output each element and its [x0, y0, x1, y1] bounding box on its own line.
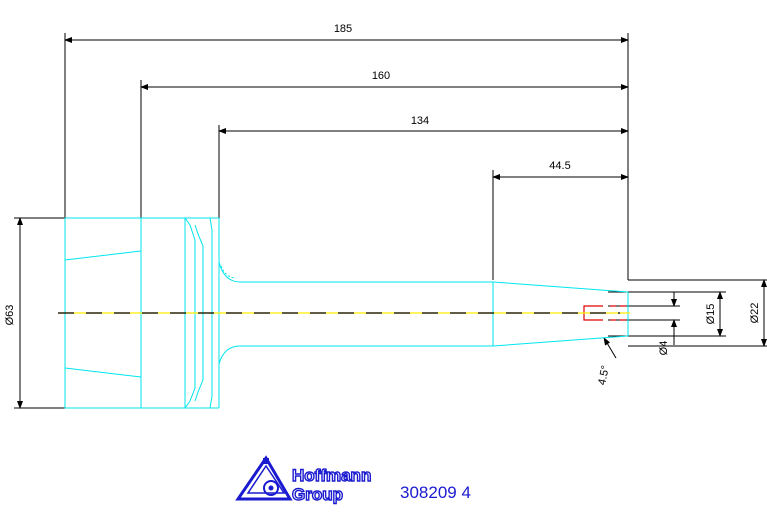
logo-mark-icon — [235, 455, 293, 501]
dim-diameter-22-label: Ø22 — [749, 303, 761, 324]
dim-185: 185 — [64, 23, 629, 280]
dim-134: 134 — [218, 115, 629, 218]
dim-angle-label: 4.5° — [596, 364, 612, 386]
dim-diameter-15-label: Ø15 — [705, 304, 717, 325]
hoffmann-group-logo: Hoffmann Group — [235, 455, 372, 505]
dim-diameter-22: Ø22 — [628, 279, 767, 347]
logo-text-line1: Hoffmann — [292, 466, 371, 485]
dim-44-5-label: 44.5 — [549, 160, 570, 172]
dim-160: 160 — [140, 70, 629, 218]
dim-diameter-4-label: Ø4 — [658, 341, 670, 356]
dim-44-5: 44.5 — [492, 160, 629, 280]
dim-diameter-15: Ø15 — [608, 291, 726, 337]
dim-diameter-63-label: Ø63 — [4, 305, 16, 326]
dim-134-label: 134 — [411, 115, 429, 127]
dim-angle-4-5: 4.5° — [596, 337, 617, 386]
logo-text-line2: Group — [292, 485, 343, 504]
dim-185-label: 185 — [334, 23, 352, 35]
dim-160-label: 160 — [372, 70, 390, 82]
part-number: 308209 4 — [400, 483, 471, 502]
